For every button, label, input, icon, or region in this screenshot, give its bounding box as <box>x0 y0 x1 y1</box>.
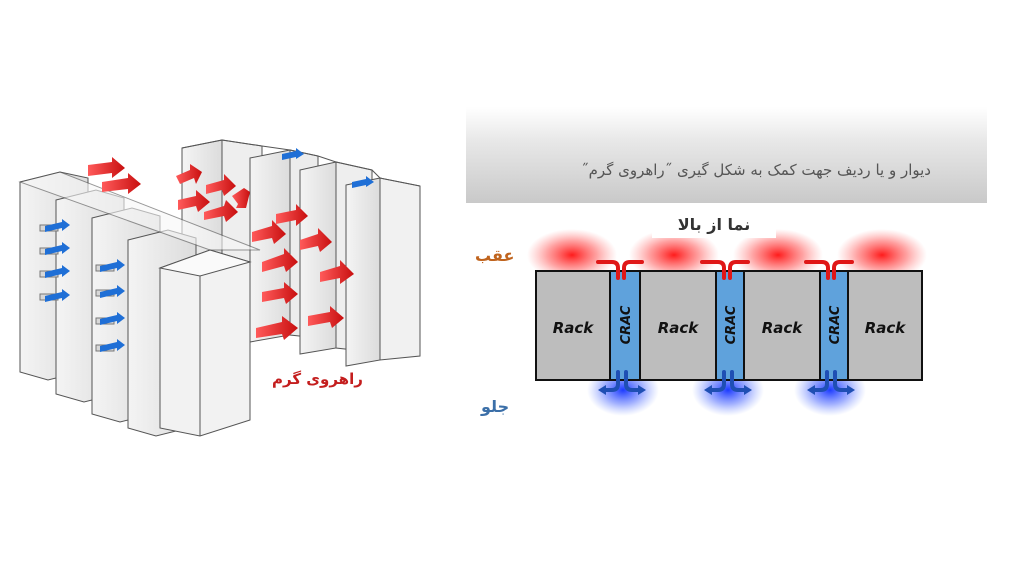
rack-label-2: Rack <box>658 319 700 337</box>
racks <box>535 270 923 381</box>
rack-2 <box>639 270 717 381</box>
cold-air-arrows-left <box>45 148 374 352</box>
front-label: جلو <box>481 397 510 416</box>
title-text: دیوار و یا ردیف جهت کمک به شکل گیری ˝راه… <box>581 161 931 179</box>
crac-2 <box>715 270 745 381</box>
crac-label-1: CRAC <box>619 305 634 344</box>
rack-label-4: Rack <box>865 319 907 337</box>
crac-label-2: CRAC <box>724 305 739 344</box>
crac-3 <box>819 270 849 381</box>
cold-air-hook-arrows <box>602 370 851 392</box>
hot-air-glows <box>527 229 927 281</box>
crac-label-3: CRAC <box>828 305 843 344</box>
title-banner: دیوار و یا ردیف جهت کمک به شکل گیری ˝راه… <box>466 107 987 203</box>
crac-units <box>609 270 849 381</box>
rack-4 <box>847 270 923 381</box>
top-view-label: نما از بالا <box>652 212 776 238</box>
hot-air-arrows-left <box>88 157 354 340</box>
cold-air-arrowheads <box>598 385 855 395</box>
rack-label-3: Rack <box>762 319 804 337</box>
hot-aisle-label: راهروی گرم <box>272 370 363 388</box>
back-label: عقب <box>475 246 515 265</box>
rack-rows-illustration <box>18 139 421 437</box>
rack-label-1: Rack <box>553 319 595 337</box>
hot-air-hook-arrows <box>596 260 854 280</box>
rack-3 <box>743 270 821 381</box>
